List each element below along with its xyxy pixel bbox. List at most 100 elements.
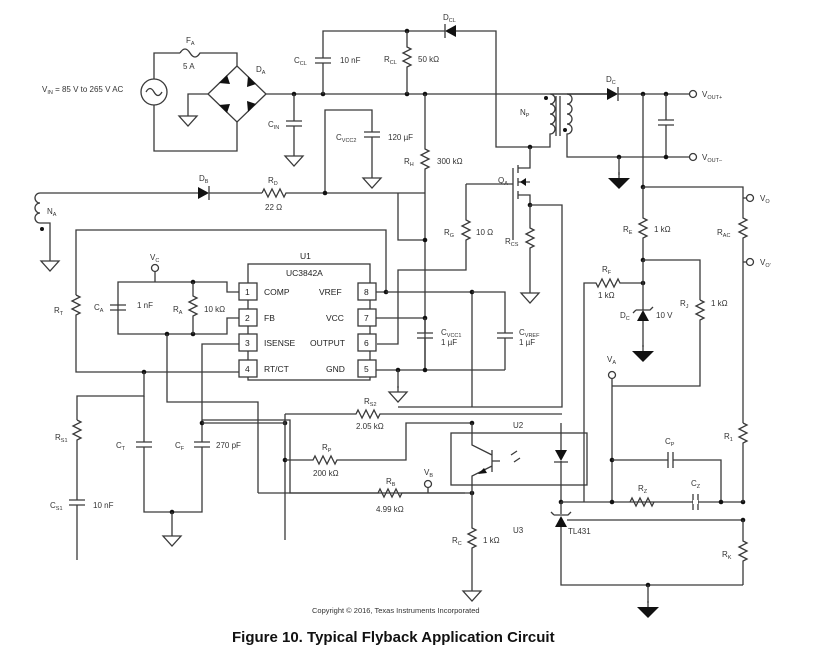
rcl-value: 50 kΩ bbox=[418, 55, 439, 64]
qa-label: QA bbox=[498, 176, 508, 187]
u2-ref: U2 bbox=[513, 421, 524, 430]
re-value: 1 kΩ bbox=[654, 225, 671, 234]
vout-plus-label: VOUT+ bbox=[702, 90, 722, 101]
resistor-r1 bbox=[737, 422, 749, 502]
ra-value: 10 kΩ bbox=[204, 305, 225, 314]
rg-label: RG bbox=[444, 228, 454, 239]
resistor-rs2 bbox=[285, 408, 562, 420]
rc-value: 1 kΩ bbox=[483, 536, 500, 545]
diode-dcl bbox=[444, 24, 530, 148]
cs1-value: 10 nF bbox=[93, 501, 114, 510]
pin-6-name: OUTPUT bbox=[310, 338, 345, 348]
controller-ic-u1[interactable] bbox=[238, 263, 377, 381]
resistor-rc bbox=[462, 493, 482, 602]
fuse-label: FA bbox=[186, 36, 195, 47]
cvcc2-value: 120 µF bbox=[388, 133, 413, 142]
pin-8-name: VREF bbox=[319, 287, 342, 297]
copyright-text: Copyright © 2016, Texas Instruments Inco… bbox=[312, 606, 480, 615]
u1-ref: U1 bbox=[300, 251, 311, 261]
cvcc1-label: CVCC1 bbox=[441, 328, 461, 339]
transformer-primary-np bbox=[530, 93, 612, 148]
u3-ref: U3 bbox=[513, 526, 524, 535]
pin-8-num: 8 bbox=[364, 287, 369, 297]
resistor-re bbox=[637, 187, 649, 260]
cvref-label: CVREF bbox=[519, 328, 540, 339]
capacitor-cvcc2 bbox=[324, 109, 382, 192]
rcs-label: RCS bbox=[505, 237, 519, 248]
fuse-value: 5 A bbox=[183, 62, 195, 71]
cz-label: CZ bbox=[691, 479, 701, 490]
rcl-label: RCL bbox=[384, 55, 397, 66]
diode-dc-output bbox=[567, 87, 690, 101]
pin-2-name: FB bbox=[264, 313, 275, 323]
shunt-regulator-u3[interactable] bbox=[550, 502, 743, 586]
capacitor-cp bbox=[612, 452, 722, 502]
bridge-rectifier bbox=[178, 65, 612, 127]
rh-value: 300 kΩ bbox=[437, 157, 463, 166]
cvcc1-value: 1 µF bbox=[441, 338, 457, 347]
rf-value: 1 kΩ bbox=[598, 291, 615, 300]
rj-value: 1 kΩ bbox=[711, 299, 728, 308]
rk-label: RK bbox=[722, 550, 732, 561]
rd-label: RD bbox=[268, 176, 278, 187]
rz-label: RZ bbox=[638, 484, 648, 495]
resistor-rt bbox=[70, 294, 239, 373]
vo-label: VO bbox=[760, 194, 770, 205]
resistor-rcl bbox=[401, 31, 413, 94]
resistor-rcs bbox=[520, 205, 540, 304]
rs1-label: RS1 bbox=[55, 433, 68, 444]
cvref-value: 1 µF bbox=[519, 338, 535, 347]
mosfet-qa bbox=[502, 147, 531, 240]
resistor-rb bbox=[258, 487, 472, 499]
ra-label: RA bbox=[173, 305, 183, 316]
pin-5-name: GND bbox=[326, 364, 345, 374]
ccl-label: CCL bbox=[294, 56, 307, 67]
vc-label: VC bbox=[150, 253, 159, 264]
dc-output-label: DC bbox=[606, 75, 616, 86]
rt-label: RT bbox=[54, 306, 64, 317]
resistor-rj bbox=[612, 299, 706, 387]
bridge-label: DA bbox=[256, 65, 266, 76]
resistor-rg bbox=[377, 183, 502, 345]
pin-3-num: 3 bbox=[245, 338, 250, 348]
pin-7-name: VCC bbox=[326, 313, 344, 323]
resistor-rz bbox=[629, 496, 655, 508]
zener-dc bbox=[631, 260, 655, 363]
rc-label: RC bbox=[452, 536, 462, 547]
vout-minus-label: VOUT– bbox=[702, 153, 723, 164]
pin-4-num: 4 bbox=[245, 364, 250, 374]
ac-source bbox=[140, 52, 238, 152]
diode-db bbox=[198, 186, 262, 200]
rb-value: 4.99 kΩ bbox=[376, 505, 404, 514]
vin-label: VIN = 85 V to 265 V AC bbox=[42, 85, 124, 96]
resistor-rk bbox=[737, 520, 749, 585]
figure-caption: Figure 10. Typical Flyback Application C… bbox=[232, 629, 555, 646]
dz-value: 10 V bbox=[656, 311, 673, 320]
transformer-secondary bbox=[563, 93, 690, 158]
vo-prime-label: VO' bbox=[760, 258, 771, 269]
cin-label: CIN bbox=[268, 120, 279, 131]
rb-label: RB bbox=[386, 477, 396, 488]
optocoupler-u2[interactable] bbox=[450, 423, 588, 502]
rs2-value: 2.05 kΩ bbox=[356, 422, 384, 431]
dz-label: DC bbox=[620, 311, 630, 322]
np-label: NP bbox=[520, 108, 530, 119]
pin-6-num: 6 bbox=[364, 338, 369, 348]
rj-label: RJ bbox=[680, 299, 689, 310]
cf-label: CF bbox=[175, 441, 185, 452]
ca-label: CA bbox=[94, 303, 104, 314]
vout-plus-terminal bbox=[688, 89, 698, 99]
resistor-rf bbox=[583, 277, 643, 502]
rg-value: 10 Ω bbox=[476, 228, 493, 237]
ccl-value: 10 nF bbox=[340, 56, 361, 65]
capacitor-cin bbox=[284, 94, 304, 167]
fuse-fa bbox=[179, 48, 238, 66]
rd-value: 22 Ω bbox=[265, 203, 282, 212]
rp-value: 200 kΩ bbox=[313, 469, 339, 478]
pin-1-name: COMP bbox=[264, 287, 290, 297]
resistor-rd bbox=[261, 187, 425, 199]
pin-3-name: ISENSE bbox=[264, 338, 296, 348]
rp-label: RP bbox=[322, 443, 332, 454]
ca-value: 1 nF bbox=[137, 301, 153, 310]
resistor-ra bbox=[187, 282, 199, 334]
